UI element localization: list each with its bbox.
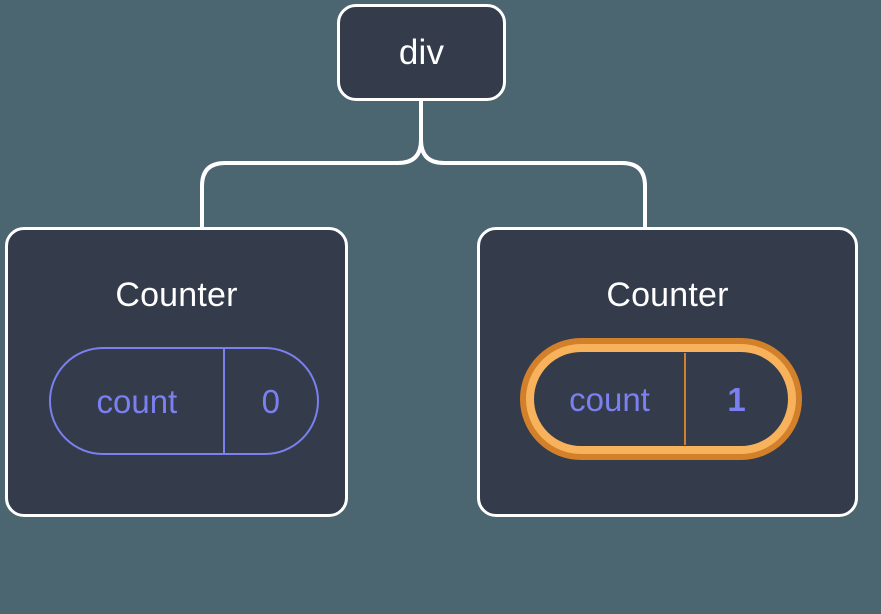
edge-div-to-counter-right [419, 99, 647, 232]
state-value-label: 1 [727, 380, 746, 418]
state-key-label: count [51, 349, 225, 453]
node-counter-right-label: Counter [606, 276, 729, 314]
state-value-label: 0 [261, 382, 281, 420]
state-key-label: count [535, 353, 686, 445]
state-pill-count-right-highlighted[interactable]: count 1 [520, 338, 802, 460]
state-pill-count-left[interactable]: count 0 [49, 347, 319, 455]
highlight-ring-inner [526, 344, 796, 454]
node-div[interactable]: div [337, 4, 506, 101]
node-div-label: div [398, 33, 445, 72]
node-counter-left-label: Counter [115, 276, 238, 314]
node-counter-left[interactable]: Counter count 0 [5, 227, 348, 517]
state-pill-content: count 1 [535, 353, 787, 445]
diagram-canvas: div Counter count 0 Counter count 1 [5, 4, 858, 517]
edge-div-to-counter-left [200, 99, 423, 232]
node-counter-right[interactable]: Counter count 1 [477, 227, 858, 517]
